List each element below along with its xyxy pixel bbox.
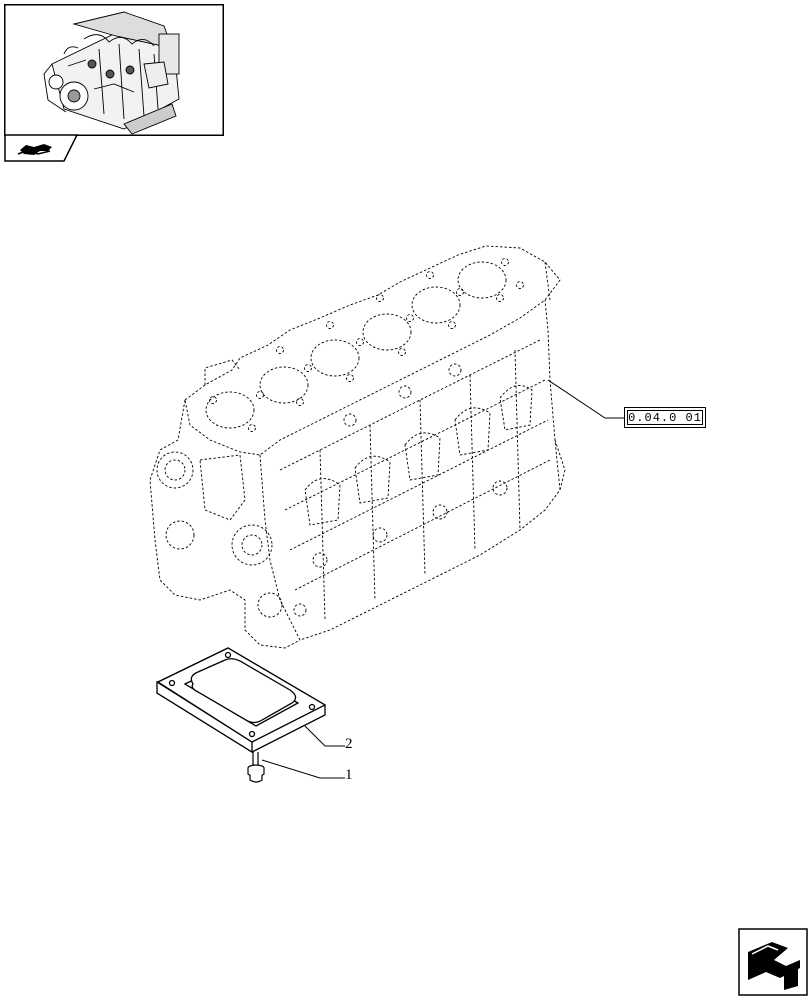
callout-leader-2 xyxy=(304,725,345,747)
engine-thumbnail-icon xyxy=(4,4,224,136)
section-tab[interactable] xyxy=(4,134,78,162)
next-page-button[interactable] xyxy=(738,928,808,996)
gasket xyxy=(156,647,327,754)
callout-number-2: 2 xyxy=(345,736,353,752)
screw xyxy=(247,752,265,783)
reference-code: 0.04.0 01 xyxy=(627,410,703,425)
engine-block-outline xyxy=(149,245,566,649)
engine-thumbnail xyxy=(4,4,224,136)
reference-leader-line xyxy=(547,379,624,419)
callout-leader-1 xyxy=(261,759,345,779)
reference-code-box[interactable]: 0.04.0 01 xyxy=(624,407,706,428)
next-page-arrow-icon xyxy=(738,928,808,996)
hand-pointer-icon xyxy=(4,134,78,162)
callout-number-1: 1 xyxy=(345,767,353,783)
